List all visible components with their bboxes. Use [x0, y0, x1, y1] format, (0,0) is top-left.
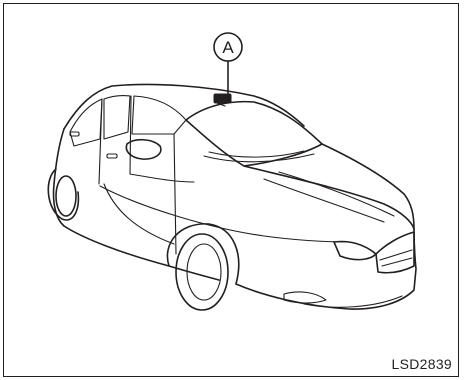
body-side: [64, 226, 219, 280]
car-front-three-quarter-icon: [48, 84, 416, 310]
callout-a: A: [214, 33, 242, 96]
front-grille: [376, 232, 414, 273]
car-illustration: A: [4, 4, 460, 378]
rear-window: [70, 99, 102, 146]
rear-side-window: [104, 96, 130, 139]
side-mirror: [126, 140, 161, 159]
hood-outline: [244, 166, 414, 229]
headlight: [334, 242, 376, 260]
front-side-window: [132, 96, 186, 134]
figure-frame: A: [3, 3, 459, 377]
figure-code: LSD2839: [392, 356, 452, 372]
callout-letter: A: [222, 38, 234, 57]
front-wheel: [167, 224, 238, 310]
fog-lamp: [284, 292, 326, 303]
door-seam: [130, 174, 194, 182]
